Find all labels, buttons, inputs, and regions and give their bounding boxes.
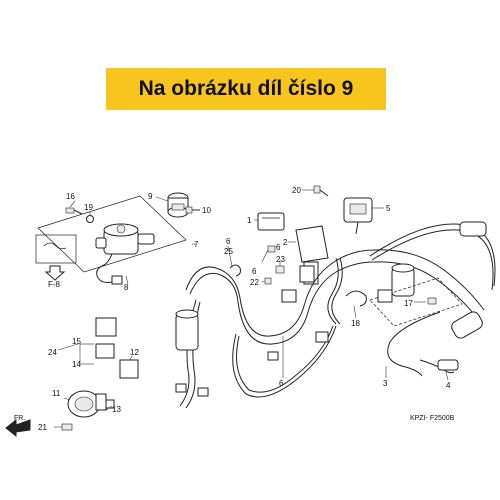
ref-box-sketch [43,242,67,250]
callout-11: 11 [52,389,61,398]
bolt-16 [65,207,75,214]
part-18-clip [345,290,367,307]
clip-6b [267,245,276,253]
clip-6a [229,264,241,277]
callout-15: 15 [72,337,81,346]
callout-7: 7 [194,240,199,249]
ignition-switch-group [35,195,187,285]
fr-label: FR. [14,415,25,422]
connector-a [299,265,315,283]
callout-24: 24 [48,348,57,357]
callout-13: 13 [112,405,121,414]
callout-6b: 6 [252,267,257,276]
callout-6-harness: 6 [279,379,284,388]
switch-panel-outline [37,195,187,273]
plug-cap-right [451,311,483,339]
callout-17: 17 [404,299,413,308]
part-number-banner: Na obrázku díl číslo 9 [106,68,386,110]
clip-23 [275,265,285,274]
callout-18: 18 [351,319,360,328]
callout-23: 23 [276,255,285,264]
callout-10: 10 [202,206,211,215]
cable-3 [387,311,441,377]
ignition-switch-body [95,223,155,255]
callout-1: 1 [247,216,252,225]
diagram-code: KPZI- F2500B [410,415,455,422]
part-9-cylinder [167,192,189,218]
relay-15 [95,317,117,337]
relay-14 [95,343,115,359]
dashed-box-17 [369,277,463,327]
ref-box [35,234,77,264]
ignition-coil [175,309,199,351]
callout-21: 21 [38,423,47,432]
clip-22 [264,277,272,285]
callout-14: 14 [72,360,81,369]
callout-9: 9 [148,192,153,201]
switch-connector [111,275,123,285]
front-arrow-icon [5,418,31,438]
switch-wire [96,253,113,283]
nut-19 [86,215,94,223]
spark-plug-cable [369,221,496,339]
connector-f [267,351,279,361]
dash-part-a [377,289,393,303]
callout-16: 16 [66,192,75,201]
callout-8: 8 [124,283,129,292]
down-arrow-icon [44,265,66,281]
part-13 [105,399,115,409]
bolt-20 [313,185,321,194]
callout-25: 25 [224,247,233,256]
part-4-terminal [437,359,459,371]
callout-22: 22 [250,278,259,287]
right-coil [391,263,415,297]
callout-3: 3 [383,379,388,388]
callout-4: 4 [446,381,451,390]
connector-e [197,387,209,397]
main-wire-harness [179,249,485,409]
plug-cap-top [459,221,487,237]
callout-12: 12 [130,348,139,357]
part-5-fusebox [343,197,373,235]
callout-20: 20 [292,186,301,195]
callout-2: 2 [283,238,288,247]
horn-11 [67,390,107,418]
connector-c [315,331,329,343]
connector-d [175,383,187,393]
part-1-box [257,212,285,231]
callout-5: 5 [386,204,391,213]
banner-title: Na obrázku díl číslo 9 [138,77,354,100]
callout-6a: 6 [226,237,231,246]
callout-19: 19 [84,203,93,212]
ref-box-label: F-8 [48,280,61,289]
callout-6c: 6 [276,243,281,252]
connector-b [281,289,297,303]
screw-17 [427,297,437,305]
bolt-21 [61,423,73,431]
relay-12 [119,359,139,379]
